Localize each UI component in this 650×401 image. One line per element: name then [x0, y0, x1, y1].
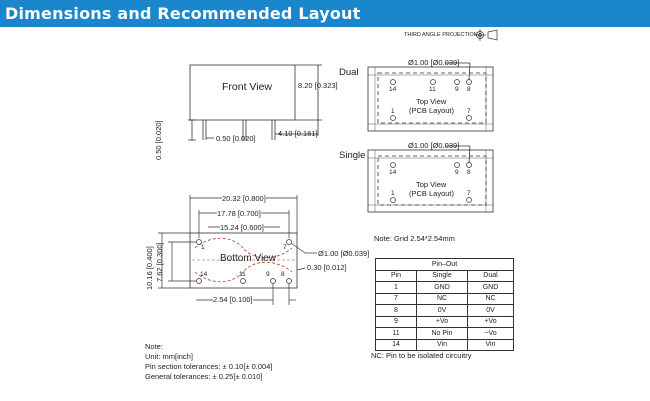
bottom-pin-9: 9	[266, 271, 270, 278]
notes-general-tolerance: General tolerances: ± 0.25[± 0.010]	[145, 372, 263, 381]
front-height-dim: 8.20 [0.323]	[298, 81, 338, 90]
single-cell: +Vo	[416, 315, 468, 328]
single-pin-14: 14	[389, 169, 397, 176]
dual-pin-8: 8	[467, 86, 471, 93]
dual-cell: Vin	[467, 338, 514, 351]
bottom-width-mid-dim: 17.78 [0.700]	[217, 209, 261, 218]
front-view	[188, 64, 322, 141]
dual-pin-9: 9	[455, 86, 459, 93]
notes-heading: Note:	[145, 342, 163, 351]
bottom-pin-1: 1	[201, 244, 205, 251]
dual-cell: NC	[467, 292, 514, 305]
pin-cell: 7	[375, 292, 417, 305]
dual-cell: +Vo	[467, 315, 514, 328]
grid-note: Note: Grid 2.54*2.54mm	[374, 234, 455, 243]
pin-cell: 14	[375, 338, 417, 351]
single-top-view	[367, 145, 494, 213]
notes-pin-tolerance: Pin section tolerances: ± 0.10[± 0.004]	[145, 362, 273, 371]
single-cell: GND	[416, 281, 468, 294]
bottom-view	[158, 195, 317, 305]
front-side-dim: 4.10 [0.161]	[278, 129, 318, 138]
single-cell: NC	[416, 292, 468, 305]
notes-block: Note: Unit: mm[inch] Pin section toleran…	[145, 342, 272, 382]
single-view-sublabel: (PCB Layout)	[409, 189, 455, 198]
pinout-header-pin: Pin	[375, 269, 417, 282]
dual-pin-7: 7	[467, 108, 471, 115]
bottom-pitch-dim: 2.54 [0.100]	[213, 295, 253, 304]
header-bar: Dimensions and Recommended Layout	[0, 0, 650, 27]
dual-top-view	[367, 62, 494, 132]
single-hole-dim: Ø1.00 [Ø0.039]	[408, 141, 460, 150]
single-cell: Vin	[416, 338, 468, 351]
dual-pin-11: 11	[429, 86, 436, 93]
bottom-pin-11: 11	[239, 271, 246, 278]
pinout-header-single: Single	[416, 269, 468, 282]
bottom-pin-8: 8	[281, 271, 285, 278]
bottom-width-outer-dim: 20.32 [0.800]	[222, 194, 266, 203]
front-pin-length-dim: 0.50 [0.020]	[154, 120, 163, 160]
dual-pin-1: 1	[391, 108, 395, 115]
page-title: Dimensions and Recommended Layout	[5, 4, 361, 23]
bottom-view-label: Bottom View	[220, 253, 276, 264]
bottom-width-inner-dim: 15.24 [0.600]	[220, 223, 264, 232]
bottom-height-outer-dim: 10.16 [0.400]	[145, 246, 154, 290]
pin-cell: 8	[375, 304, 417, 317]
front-view-label: Front View	[222, 81, 272, 93]
single-cell: 0V	[416, 304, 468, 317]
notes-unit: Unit: mm[inch]	[145, 352, 193, 361]
dual-view-label: Top View	[416, 97, 447, 106]
pinout-header-dual: Dual	[467, 269, 514, 282]
dual-cell: GND	[467, 281, 514, 294]
single-pin-7: 7	[467, 190, 471, 197]
single-pin-1: 1	[391, 190, 395, 197]
single-pin-9: 9	[455, 169, 459, 176]
pinout-title: Pin–Out	[375, 258, 514, 271]
bottom-hole-dim: Ø1.00 [Ø0.039]	[318, 249, 370, 258]
front-pitch-dim: 0.50 [0.020]	[216, 134, 256, 143]
pin-cell: 11	[375, 327, 417, 340]
projection-symbol-icon	[474, 29, 498, 41]
single-view-label: Top View	[416, 180, 447, 189]
single-label: Single	[339, 150, 366, 161]
bottom-height-inner-dim: 7.62 [0.300]	[155, 242, 164, 282]
single-cell: No Pin	[416, 327, 468, 340]
bottom-pin-7: 7	[283, 244, 287, 251]
nc-note: NC: Pin to be isolated circuitry	[371, 351, 472, 360]
bottom-edge-dim: 0.30 [0.012]	[307, 263, 347, 272]
bottom-pin-14: 14	[200, 271, 208, 278]
pin-cell: 1	[375, 281, 417, 294]
projection-label: THIRD ANGLE PROJECTION	[404, 32, 478, 38]
dual-cell: 0V	[467, 304, 514, 317]
dual-label: Dual	[339, 67, 359, 78]
dual-hole-dim: Ø1.00 [Ø0.039]	[408, 58, 460, 67]
single-pin-8: 8	[467, 169, 471, 176]
dual-pin-14: 14	[389, 86, 397, 93]
dual-view-sublabel: (PCB Layout)	[409, 106, 455, 115]
dual-cell: −Vo	[467, 327, 514, 340]
table-row: 9+Vo+Vo	[375, 315, 514, 328]
pin-cell: 9	[375, 315, 417, 328]
